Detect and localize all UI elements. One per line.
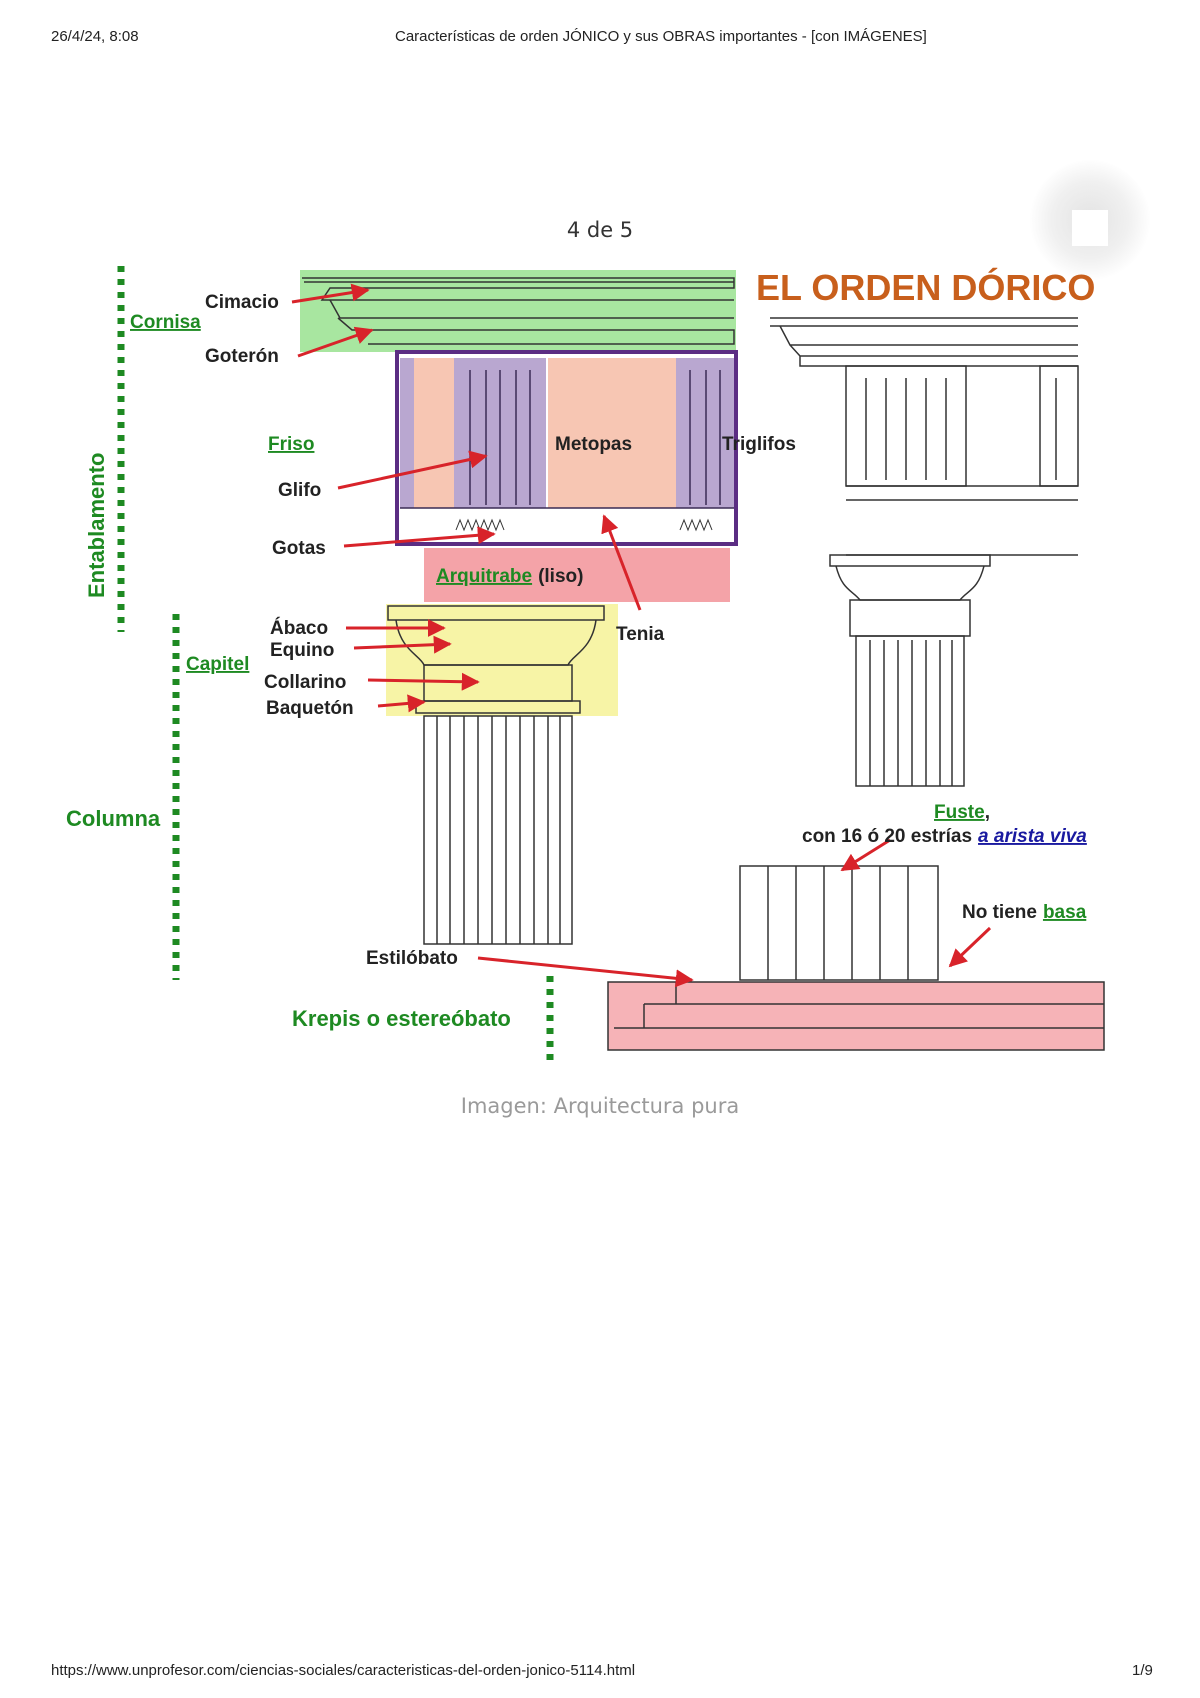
label-fuste: Fuste, (934, 802, 990, 823)
frieze-drawing (395, 350, 738, 546)
group-brackets (117, 266, 554, 1060)
gallery-counter: 4 de 5 (566, 218, 634, 242)
label-arquitrabe: Arquitrabe(liso) (436, 566, 583, 587)
capital-drawing (387, 605, 605, 714)
diagram-title: EL ORDEN DÓRICO (756, 266, 1095, 308)
label-gotas: Gotas (272, 538, 326, 559)
label-baqueton: Baquetón (266, 698, 354, 719)
krepis-steps-drawing (607, 981, 1105, 1051)
label-columna: Columna (66, 806, 161, 831)
label-glifo: Glifo (278, 480, 321, 501)
label-capitel: Capitel (186, 654, 249, 675)
close-icon (1072, 210, 1108, 246)
label-metopas: Metopas (555, 434, 632, 455)
label-cornisa: Cornisa (130, 312, 201, 333)
label-tenia: Tenia (616, 624, 665, 645)
label-friso: Friso (268, 434, 314, 455)
shaft-detail-drawing (739, 865, 939, 981)
label-entablamento: Entablamento (84, 453, 109, 598)
arquitrabe-highlight (424, 548, 730, 602)
label-krepis: Krepis o estereóbato (292, 1006, 511, 1031)
image-caption: Imagen: Arquitectura pura (460, 1094, 740, 1118)
label-estilobato: Estilóbato (366, 948, 458, 969)
label-cimacio: Cimacio (205, 292, 279, 313)
right-elevation-drawing (770, 317, 1079, 787)
print-datetime: 26/4/24, 8:08 (51, 28, 139, 45)
label-equino: Equino (270, 640, 334, 661)
label-arrows (291, 283, 992, 988)
print-page-number: 1/9 (1132, 1662, 1153, 1679)
cornice-drawing (302, 277, 735, 345)
print-url: https://www.unprofesor.com/ciencias-soci… (51, 1662, 636, 1679)
label-goteron: Goterón (205, 346, 279, 367)
gallery-close-button[interactable] (1030, 160, 1150, 280)
label-collarino: Collarino (264, 672, 346, 693)
label-triglifos: Triglifos (722, 434, 796, 455)
print-page-title: Características de orden JÓNICO y sus OB… (395, 28, 927, 45)
column-shaft-drawing (423, 715, 573, 945)
label-abaco: Ábaco (270, 617, 328, 639)
